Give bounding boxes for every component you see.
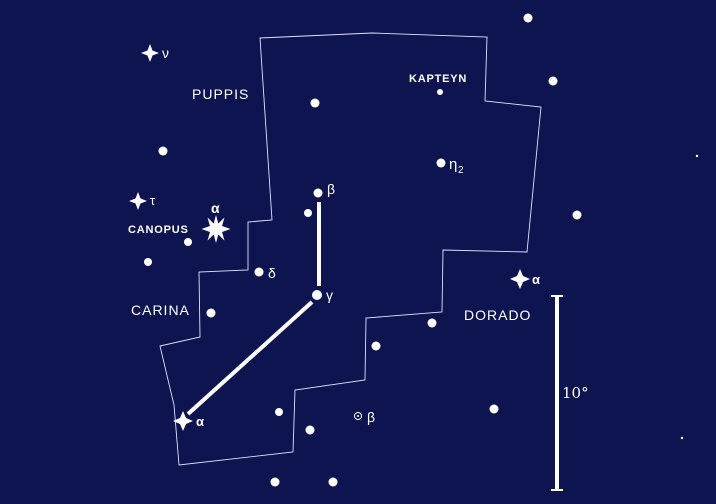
- constellation-boundary: [159, 32, 542, 466]
- star-dot: [328, 477, 338, 487]
- star-dot: [489, 404, 499, 414]
- star-alpha-lower-label: α: [196, 414, 204, 429]
- star-beta-dot: [313, 188, 323, 198]
- scale-bar-label: 10°: [562, 384, 589, 402]
- region-label-carina: CARINA: [131, 302, 190, 318]
- star-gamma-dot: [312, 290, 322, 300]
- star-beta-circled-center: [357, 415, 359, 417]
- star-dot: [572, 210, 582, 220]
- star-canopus-label: CANOPUS: [128, 224, 189, 236]
- star-eta2-label: η: [449, 156, 457, 173]
- star-dot: [270, 477, 280, 487]
- star-tau-marker: [129, 192, 147, 210]
- star-dot: [371, 341, 381, 351]
- canopus-star-icon: [201, 215, 231, 243]
- star-gamma-label: γ: [326, 287, 333, 303]
- star-dot: [695, 154, 699, 158]
- star-dot: [310, 98, 320, 108]
- star-alpha-lower-marker: [173, 411, 193, 431]
- star-delta-label: δ: [268, 265, 276, 281]
- star-dot: [144, 258, 152, 266]
- star-eta2-dot: [436, 158, 446, 168]
- star-dot: [275, 408, 283, 416]
- star-delta-dot: [254, 267, 264, 277]
- region-label-dorado: DORADO: [464, 307, 531, 323]
- star-dot: [427, 318, 437, 328]
- star-alpha-right-label: α: [532, 272, 540, 287]
- star-alpha-right-marker: [510, 269, 530, 289]
- star-eta2-subscript: 2: [458, 165, 464, 176]
- star-dot: [206, 308, 216, 318]
- star-kapteyn-label: KAPTEYN: [409, 73, 467, 85]
- star-nu-label: ν: [162, 45, 169, 61]
- scale-bar: [551, 295, 563, 491]
- star-beta-circled-label: β: [367, 409, 375, 425]
- star-dot: [184, 238, 192, 246]
- star-canopus-alpha-label: α: [211, 200, 220, 216]
- star-dot: [523, 13, 533, 23]
- star-nu-marker: [141, 44, 159, 62]
- star-beta-circled-ring: [354, 412, 362, 420]
- asterism-line-gamma-alpha: [186, 300, 314, 416]
- star-beta-label: β: [327, 181, 335, 197]
- star-dot: [548, 76, 558, 86]
- star-dot: [305, 425, 315, 435]
- star-tau-label: τ: [150, 193, 156, 208]
- star-kapteyn-dot: [437, 89, 443, 95]
- star-dot: [304, 209, 312, 217]
- background-stars: [144, 13, 699, 487]
- star-dot: [680, 436, 684, 440]
- region-label-puppis: PUPPIS: [192, 86, 249, 102]
- star-dot: [158, 146, 168, 156]
